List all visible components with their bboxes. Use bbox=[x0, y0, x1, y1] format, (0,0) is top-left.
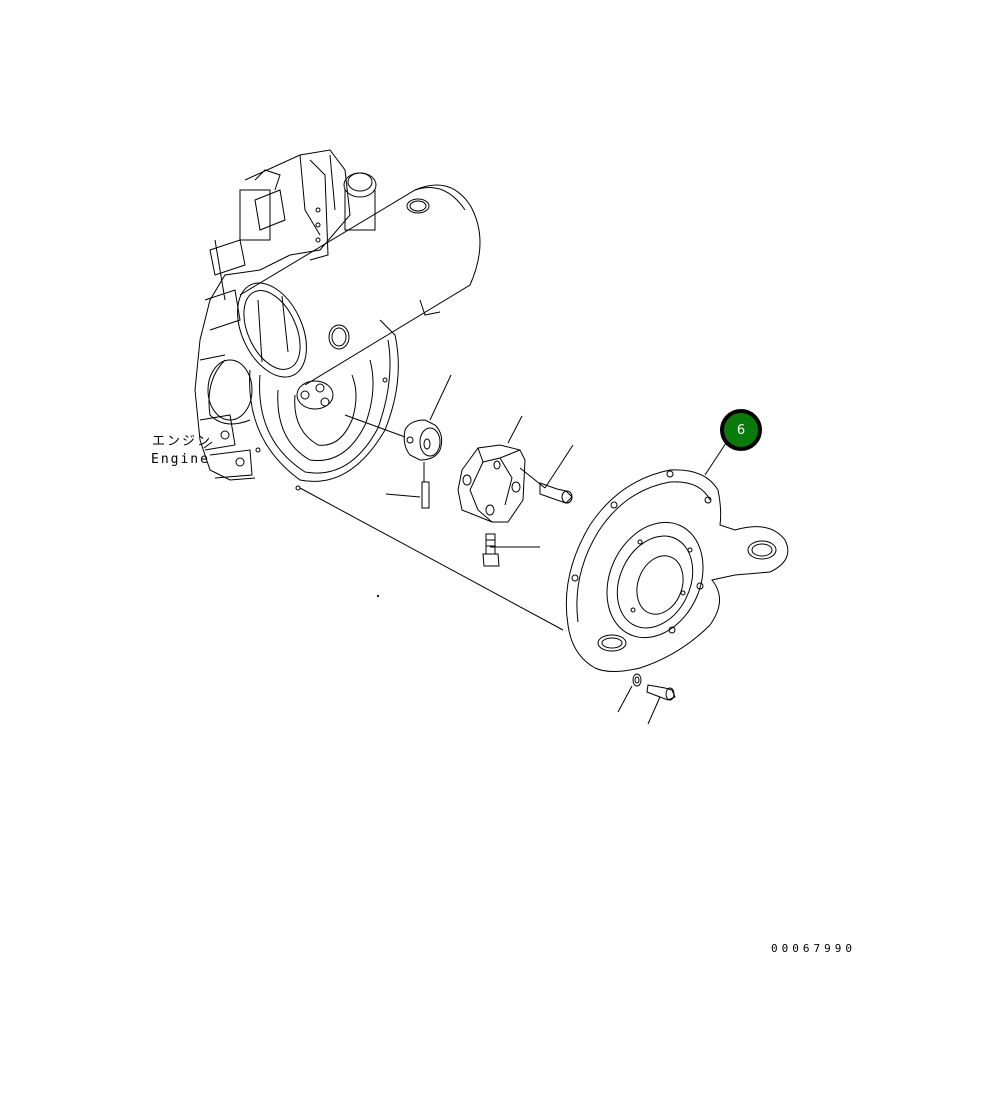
mounting-bolt bbox=[646, 684, 676, 701]
muffler bbox=[237, 184, 481, 386]
flywheel-housing bbox=[249, 319, 399, 491]
engine-label-jp: エンジン bbox=[152, 434, 213, 449]
leader-lines bbox=[203, 374, 729, 725]
washer bbox=[632, 673, 642, 687]
socket-head-bolt-lower bbox=[482, 533, 500, 567]
part-callout-6[interactable]: 6 bbox=[720, 409, 762, 451]
coupling-hub bbox=[403, 419, 443, 482]
engine-label-en: Engine bbox=[151, 452, 210, 467]
spring-pin bbox=[421, 481, 430, 509]
engine-block bbox=[194, 149, 377, 481]
flywheel-housing-cover bbox=[565, 469, 789, 672]
rubber-coupling-element bbox=[457, 444, 526, 523]
drawing-number: 00067990 bbox=[771, 942, 856, 955]
socket-head-bolt-upper bbox=[539, 482, 573, 504]
